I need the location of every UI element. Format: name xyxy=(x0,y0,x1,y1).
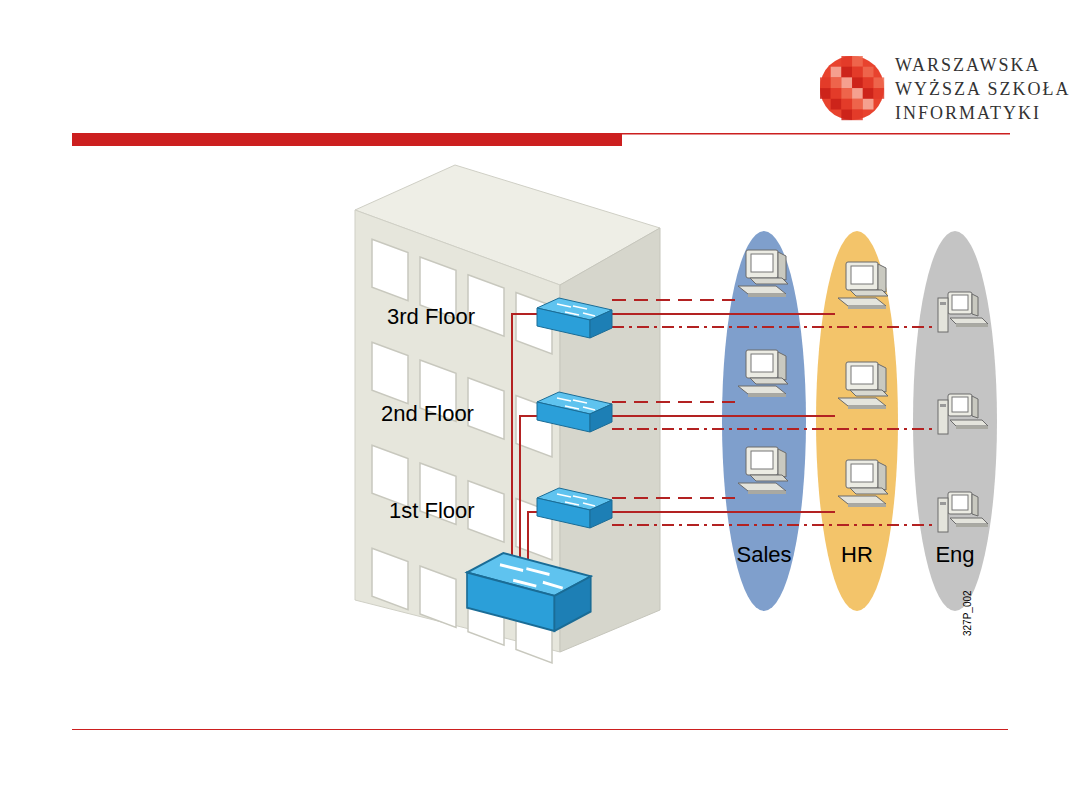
group-label: HR xyxy=(841,542,873,568)
logo-text: WARSZAWSKA xyxy=(895,55,1041,76)
logo-text: INFORMATYKI xyxy=(895,103,1041,124)
logo-text: WYŻSZA SZKOŁA xyxy=(895,79,1071,100)
group-label: Eng xyxy=(935,542,974,568)
floor-label: 3rd Floor xyxy=(387,304,475,330)
group-label: Sales xyxy=(736,542,791,568)
figure-code: 327P_002 xyxy=(962,590,973,636)
floor-label: 1st Floor xyxy=(389,498,475,524)
floor-label: 2nd Floor xyxy=(381,401,474,427)
